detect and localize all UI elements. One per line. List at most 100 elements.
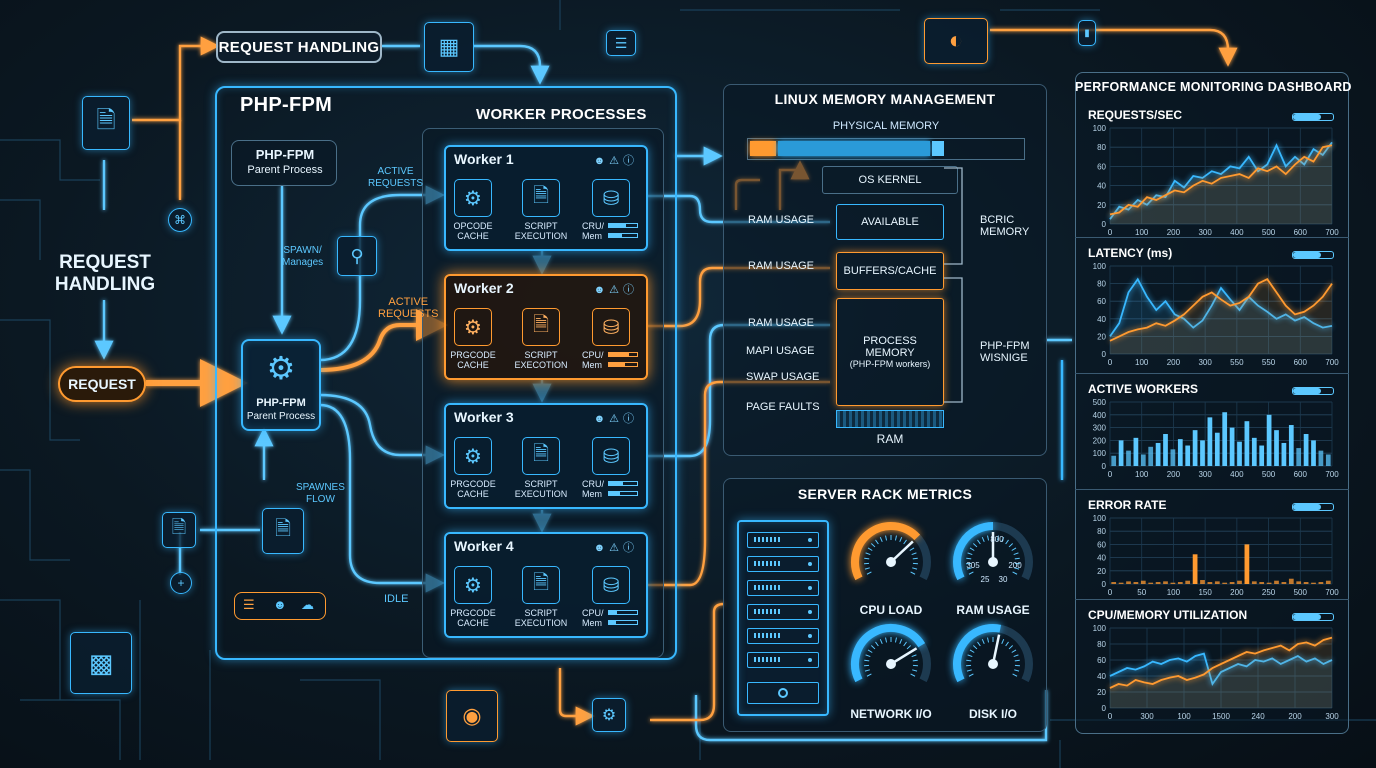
request-pill[interactable]: REQUEST bbox=[58, 366, 146, 402]
gauge-tick bbox=[977, 641, 981, 647]
gauge-hub bbox=[988, 659, 998, 669]
chart-separator bbox=[1075, 237, 1349, 238]
gauge-tick bbox=[987, 535, 990, 541]
active2-line2: REQUESTS bbox=[378, 308, 439, 320]
bar bbox=[1281, 442, 1287, 466]
server-rack-title: SERVER RACK METRICS bbox=[797, 486, 973, 502]
series-line-1 bbox=[1109, 278, 1333, 342]
gauge-tick bbox=[1005, 641, 1009, 647]
series-line-0 bbox=[1109, 652, 1333, 687]
y-tick-label: 60 bbox=[1097, 656, 1106, 665]
gauge-tick bbox=[1011, 547, 1017, 551]
active-requests-1: ACTIVE REQUESTS bbox=[368, 166, 423, 190]
worker-title: Worker 3 bbox=[454, 409, 514, 425]
x-tick-label: 300 bbox=[1140, 712, 1154, 721]
series-area bbox=[1110, 145, 1332, 224]
gauge-tick-label: 30 bbox=[999, 575, 1008, 584]
gauge-tick bbox=[870, 645, 876, 650]
gauge-tick bbox=[864, 659, 870, 662]
gauge-tick bbox=[866, 673, 872, 677]
mem-bar bbox=[608, 362, 638, 367]
bar bbox=[1155, 442, 1161, 466]
chart-badge bbox=[1292, 113, 1334, 121]
gauge-tick bbox=[912, 669, 918, 672]
x-tick-label: 0 bbox=[1108, 470, 1113, 479]
y-tick-label: 100 bbox=[1093, 262, 1107, 271]
y-tick-label: 20 bbox=[1097, 688, 1106, 697]
parent-top-line1: PHP-FPM bbox=[255, 147, 315, 162]
bar bbox=[1185, 445, 1191, 466]
gauge-tick-label: 200 bbox=[1008, 561, 1022, 570]
gauge-tick bbox=[977, 539, 981, 545]
gauge-hub bbox=[886, 557, 896, 567]
gauge-tick bbox=[911, 552, 917, 556]
y-tick-label: 80 bbox=[1097, 640, 1106, 649]
request-handling-side-line1: REQUEST bbox=[59, 252, 151, 273]
gauge-tick bbox=[972, 645, 978, 650]
spawn-line2: Manages bbox=[282, 257, 324, 268]
os-kernel-cell: OS KERNEL bbox=[822, 166, 958, 194]
gauge-tick bbox=[1013, 654, 1019, 658]
gauge-tick bbox=[1001, 537, 1005, 543]
bar bbox=[1222, 582, 1228, 584]
gauge-tick bbox=[903, 539, 907, 545]
script-icon: 🗎 bbox=[522, 437, 560, 475]
bar bbox=[1140, 580, 1146, 584]
chart-badge bbox=[1292, 503, 1334, 511]
request-document-icon: 🗎 bbox=[82, 96, 130, 150]
parent-process-center[interactable]: ⚙ PHP-FPM Parent Process bbox=[241, 339, 321, 431]
x-tick-label: 0 bbox=[1108, 358, 1113, 367]
gauge-2 bbox=[851, 624, 931, 683]
bar bbox=[1244, 544, 1250, 584]
file-database-icon: 🗎 bbox=[262, 508, 304, 554]
parent-center-line2: Parent Process bbox=[246, 411, 316, 422]
gauge-tick bbox=[906, 645, 912, 650]
bar bbox=[1318, 450, 1324, 466]
parent-center-line1: PHP-FPM bbox=[256, 397, 306, 409]
gauge-label-1: RAM USAGE bbox=[956, 603, 1030, 617]
worker-status-icons: ☻⚠ⓘ bbox=[593, 155, 638, 167]
x-tick-label: 100 bbox=[1135, 228, 1149, 237]
gear-icon: ⚙ bbox=[454, 179, 492, 217]
chart-title: ACTIVE WORKERS bbox=[1088, 382, 1199, 396]
rack-unit bbox=[747, 652, 819, 668]
available-cell: AVAILABLE bbox=[836, 204, 944, 240]
x-tick-label: 1500 bbox=[1212, 712, 1230, 721]
gauge-tick bbox=[1013, 552, 1019, 556]
gauge-tick bbox=[864, 669, 870, 672]
y-tick-label: 100 bbox=[1093, 124, 1107, 133]
bar bbox=[1111, 582, 1117, 584]
y-tick-label: 60 bbox=[1097, 162, 1106, 171]
file-icon: 🗎 bbox=[162, 512, 196, 548]
gauge-3 bbox=[953, 624, 1033, 683]
bar bbox=[1288, 578, 1294, 584]
series-line-0 bbox=[1109, 277, 1333, 337]
series-area bbox=[1110, 279, 1332, 354]
spawnes-flow-label: SPAWNES FLOW bbox=[296, 482, 345, 506]
script-icon: 🗎 bbox=[522, 566, 560, 604]
physical-memory-label: PHYSICAL MEMORY bbox=[832, 120, 940, 132]
chip-icon: ▦ bbox=[424, 22, 474, 72]
bar bbox=[1133, 582, 1139, 584]
bcric-line1: BCRIC bbox=[980, 214, 1015, 226]
gauge-tick bbox=[912, 557, 918, 560]
rack-unit bbox=[747, 532, 819, 548]
chart-badge bbox=[1292, 387, 1334, 395]
cpu-bar bbox=[608, 223, 638, 228]
mini-toolbar: ☰ ☻ ☁ bbox=[234, 592, 326, 620]
x-tick-label: 700 bbox=[1325, 228, 1339, 237]
gauge-tick bbox=[1008, 645, 1014, 650]
dashboard-panel bbox=[1075, 72, 1349, 734]
bar bbox=[1311, 582, 1316, 584]
